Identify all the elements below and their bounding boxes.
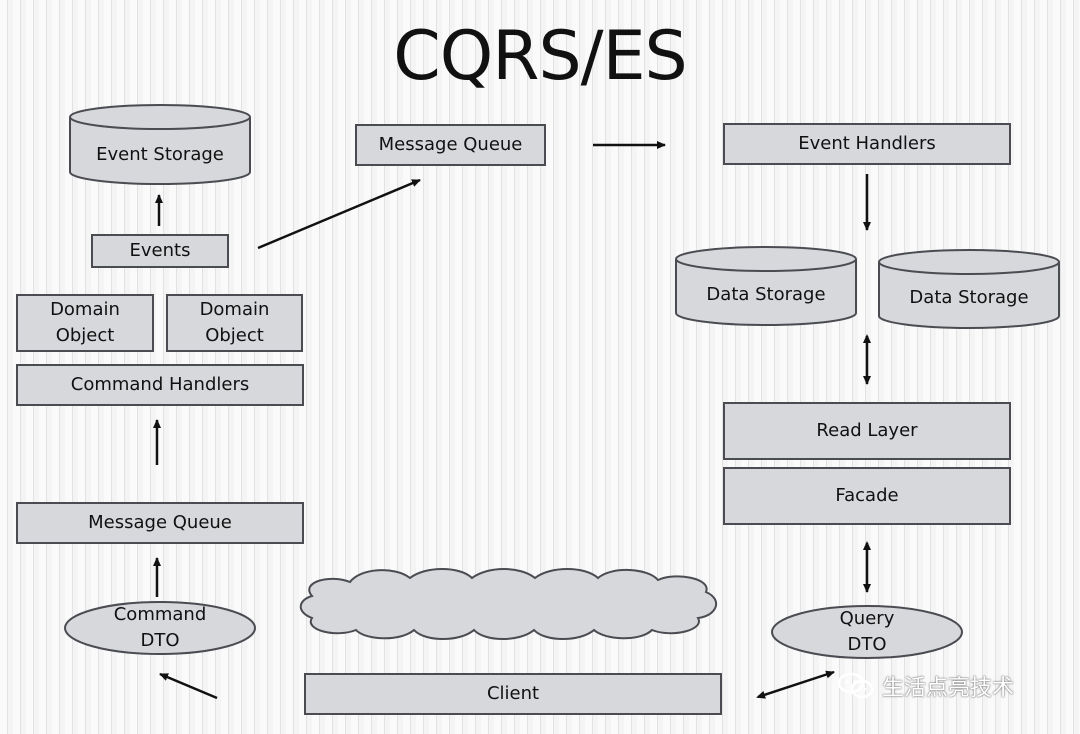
data-storage-cylinder-2: [878, 249, 1060, 329]
diagram-title: CQRS/ES: [393, 17, 687, 96]
domain-object-1-line-2: Object: [55, 325, 115, 346]
message-queue-top-box: Message Queue: [355, 124, 546, 166]
command-dto-line-1: Command: [113, 604, 207, 625]
query-dto-ellipse: [771, 605, 963, 659]
watermark: 生活点亮技术: [836, 668, 1056, 704]
client-box: Client: [304, 673, 722, 715]
query-dto-label: Query DTO: [787, 606, 947, 658]
query-dto-line-1: Query: [839, 608, 895, 629]
command-dto-ellipse: [64, 601, 256, 655]
domain-object-2-line-1: Domain: [199, 299, 270, 320]
read-layer-box: Read Layer: [723, 402, 1011, 460]
facade-box: Facade: [723, 467, 1011, 525]
event-storage-cylinder: [69, 104, 251, 185]
arrow-client-to-command-dto: [159, 672, 218, 700]
domain-object-1-line-1: Domain: [50, 299, 120, 320]
message-queue-left-box: Message Queue: [16, 502, 304, 544]
domain-object-box-1: Domain Object: [16, 294, 154, 352]
data-storage-1: Data Storage: [706, 284, 826, 305]
command-dto-line-2: DTO: [140, 630, 180, 651]
arrow-client-query-dto: [756, 670, 835, 699]
network-cloud: [299, 568, 718, 640]
wechat-icon: [837, 672, 874, 699]
watermark-text: 生活点亮技术: [882, 676, 1015, 701]
event-storage: Event Storage: [96, 144, 224, 165]
data-storage-2: Data Storage: [909, 287, 1029, 308]
domain-object-box-2: Domain Object: [166, 294, 303, 352]
domain-object-2-line-2: Object: [205, 325, 264, 346]
command-handlers-box: Command Handlers: [16, 364, 304, 406]
data-storage-cylinder-1: [675, 246, 857, 326]
events-box: Events: [91, 234, 229, 268]
arrow-events-to-message-queue: [257, 178, 421, 250]
query-dto-line-2: DTO: [847, 634, 887, 655]
command-dto-label: Command DTO: [80, 602, 240, 654]
event-handlers-box: Event Handlers: [723, 123, 1011, 165]
